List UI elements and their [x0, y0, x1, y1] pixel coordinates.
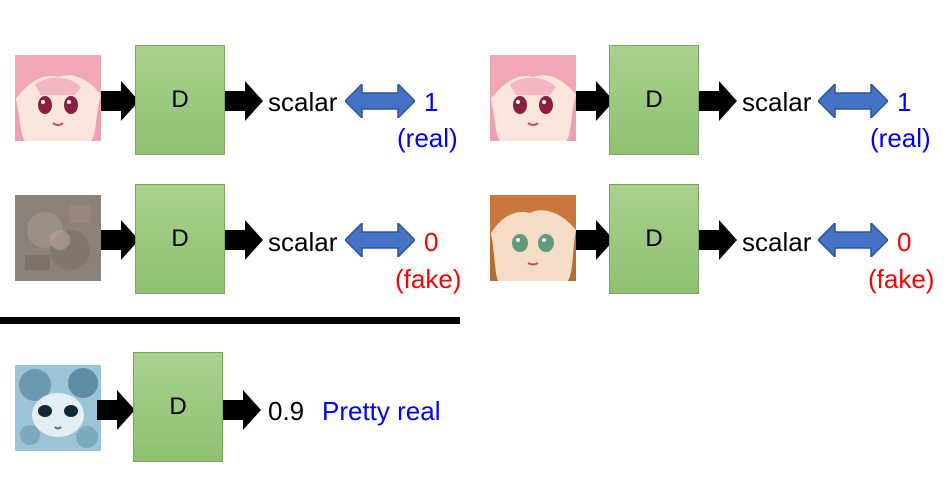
- scalar-output-label: scalar: [742, 87, 812, 117]
- output-arrow-icon: [225, 81, 263, 121]
- target-note: (real): [870, 123, 931, 153]
- real-anime-face-image: [15, 55, 101, 141]
- generated-anime-face-image: [490, 195, 576, 281]
- discriminator-box: D: [135, 45, 225, 155]
- noise-image: [15, 195, 101, 281]
- compare-double-arrow-icon: [818, 84, 888, 118]
- target-note: (real): [397, 123, 458, 153]
- scalar-output-label: scalar: [742, 227, 812, 257]
- discriminator-label: D: [171, 225, 189, 252]
- target-value: 1: [424, 87, 439, 117]
- verdict-label: Pretty real: [322, 396, 441, 426]
- target-value: 1: [897, 87, 912, 117]
- discriminator-label: D: [171, 86, 189, 113]
- score-value: 0.9: [268, 396, 305, 426]
- discriminator-label: D: [645, 86, 663, 113]
- compare-double-arrow-icon: [345, 223, 415, 257]
- discriminator-box: D: [133, 352, 223, 462]
- discriminator-label: D: [169, 393, 187, 420]
- output-arrow-icon: [699, 81, 737, 121]
- scalar-output-label: scalar: [268, 227, 338, 257]
- target-value: 0: [424, 227, 439, 257]
- section-divider: [0, 317, 460, 324]
- target-note: (fake): [395, 264, 462, 294]
- target-note: (fake): [868, 264, 935, 294]
- input-arrow-icon: [101, 81, 139, 121]
- real-anime-face-image: [490, 55, 576, 141]
- input-arrow-icon: [101, 220, 139, 260]
- discriminator-label: D: [645, 225, 663, 252]
- scalar-output-label: scalar: [268, 87, 338, 117]
- output-arrow-icon: [223, 390, 261, 430]
- compare-double-arrow-icon: [345, 84, 415, 118]
- discriminator-box: D: [135, 184, 225, 294]
- output-arrow-icon: [699, 220, 737, 260]
- output-arrow-icon: [225, 220, 263, 260]
- noisy-anime-face-image: [15, 365, 101, 451]
- discriminator-box: D: [609, 45, 699, 155]
- discriminator-box: D: [609, 184, 699, 294]
- target-value: 0: [897, 227, 912, 257]
- compare-double-arrow-icon: [818, 223, 888, 257]
- input-arrow-icon: [97, 390, 135, 430]
